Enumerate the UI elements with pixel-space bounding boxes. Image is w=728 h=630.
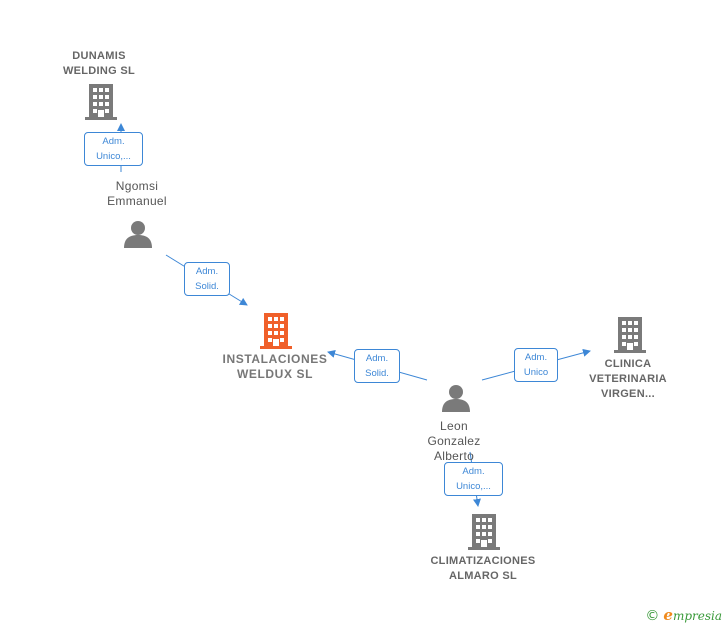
person-icon	[442, 385, 470, 412]
relation-label-ngomsi-dunamis[interactable]: Adm. Unico,...	[84, 132, 143, 166]
building-icon	[85, 84, 117, 120]
relation-label-ngomsi-instalaciones[interactable]: Adm. Solid.	[184, 262, 230, 296]
person-leon-gonzalez-alberto[interactable]: Leon Gonzalez Alberto	[427, 419, 481, 463]
building-icon	[468, 514, 500, 550]
empresia-watermark: ©empresia	[645, 606, 722, 624]
person-icon	[124, 221, 152, 248]
empresia-brand-text: mpresia	[672, 609, 722, 623]
company-instalaciones-weldux[interactable]: INSTALACIONES WELDUX SL	[222, 352, 328, 381]
building-icon	[614, 317, 646, 353]
relation-label-leon-clinica[interactable]: Adm. Unico	[514, 348, 558, 382]
person-ngomsi-emmanuel[interactable]: Ngomsi Emmanuel	[107, 179, 167, 208]
company-dunamis-welding[interactable]: DUNAMIS WELDING SL	[62, 50, 136, 77]
copyright-symbol: ©	[645, 608, 660, 624]
company-clinica-veterinaria[interactable]: CLINICA VETERINARIA VIRGEN...	[589, 358, 667, 400]
empresia-logo-icon: e	[663, 606, 673, 624]
relation-label-leon-climatizaciones[interactable]: Adm. Unico,...	[444, 462, 503, 496]
relation-label-leon-instalaciones[interactable]: Adm. Solid.	[354, 349, 400, 383]
company-climatizaciones-almaro[interactable]: CLIMATIZACIONES ALMARO SL	[430, 555, 536, 582]
building-icon	[260, 313, 292, 349]
